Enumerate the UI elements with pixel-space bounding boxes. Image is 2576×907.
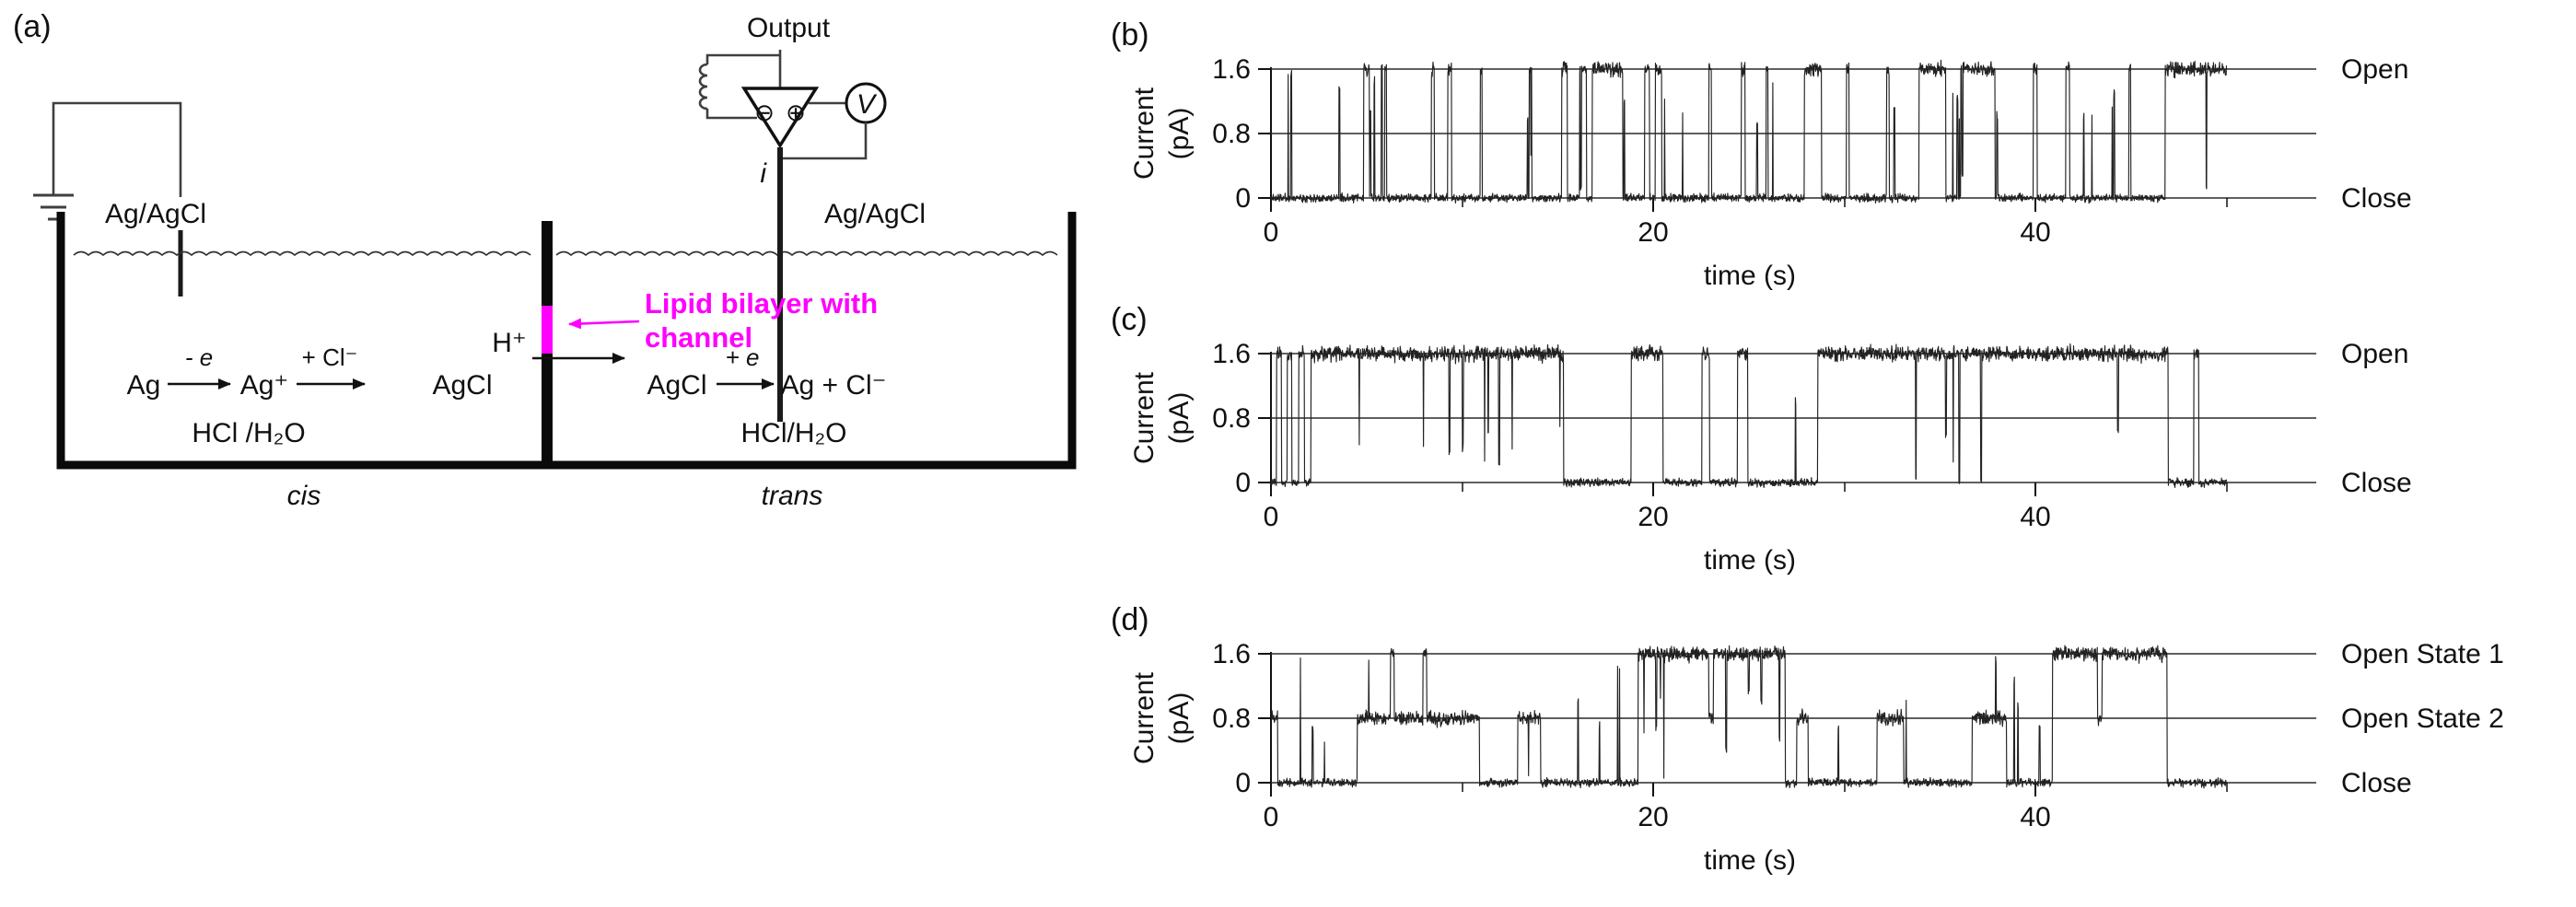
- trans-reactant: AgCl: [647, 370, 706, 401]
- current-trace-c: [1270, 343, 2228, 489]
- x-tick-label-b-0: 0: [1264, 217, 1279, 248]
- x-axis-label-b: time (s): [1704, 261, 1796, 291]
- y-axis-label-c-line2: (pA): [1164, 392, 1195, 445]
- panel-label-d: (d): [1111, 602, 1149, 637]
- y-tick-label-d-1.6: 1.6: [1212, 639, 1251, 669]
- x-tick-label-c-0: 0: [1264, 502, 1279, 532]
- x-tick-label-d-40: 40: [2020, 802, 2050, 832]
- current-trace-d: [1270, 645, 2227, 789]
- left-electrode-wire: [52, 101, 182, 219]
- panel-a-schematic: (a) Ag/AgCl Ag/AgCl Output ⊖ ⊕ V: [13, 9, 1077, 511]
- bilayer-label-line1: Lipid bilayer with: [645, 287, 878, 320]
- electrode-label-right: Ag/AgCl: [824, 199, 926, 229]
- electrode-label-left: Ag/AgCl: [105, 199, 206, 229]
- panel-c-chart: (c) Current (pA) 1.6 0.8 0 0 20 40 time …: [1111, 302, 2412, 576]
- amp-noninverting-input-icon: ⊕: [786, 99, 806, 126]
- voltmeter-return-wire: [780, 122, 868, 160]
- amp-inverting-input-icon: ⊖: [754, 99, 775, 126]
- state-label-d-close: Close: [2341, 768, 2412, 798]
- panel-label-a: (a): [13, 9, 52, 44]
- y-tick-label-c-1.6: 1.6: [1212, 339, 1251, 369]
- y-axis-label-b-line1: Current: [1129, 87, 1160, 180]
- ground-icon: [33, 193, 74, 221]
- y-axis-label-c-line1: Current: [1129, 371, 1160, 464]
- cell-beaker: [56, 212, 1077, 470]
- trans-product: Ag + Cl⁻: [780, 370, 886, 401]
- label-backing: [87, 197, 225, 230]
- cis-reaction-step2: + Cl⁻: [302, 343, 358, 371]
- voltmeter-label: V: [857, 89, 878, 120]
- state-label-b-close: Close: [2341, 183, 2412, 214]
- trans-reaction-step: + e: [726, 343, 760, 371]
- state-label-c-open: Open: [2341, 339, 2408, 369]
- x-tick-label-d-0: 0: [1264, 802, 1279, 832]
- x-tick-label-c-40: 40: [2020, 502, 2050, 532]
- x-tick-label-b-20: 20: [1638, 217, 1668, 248]
- cis-intermediate: Ag⁺: [240, 370, 289, 401]
- amplifier-triangle: [740, 87, 820, 149]
- water-surface-cis: [73, 250, 531, 257]
- x-tick-label-b-40: 40: [2020, 217, 2050, 248]
- cis-chamber-label: cis: [287, 481, 321, 511]
- x-axis-label-c: time (s): [1704, 545, 1796, 576]
- panel-label-c: (c): [1111, 302, 1148, 337]
- y-axis-label-d-line1: Current: [1129, 671, 1160, 764]
- panel-b-chart: (b) Current (pA) 1.6 0.8 0 0 20 40 time …: [1111, 17, 2412, 291]
- bilayer-pointer-arrow: [568, 318, 640, 330]
- trans-chamber-label: trans: [762, 481, 823, 511]
- trans-solution-label: HCl/H₂O: [741, 418, 847, 448]
- current-label: i: [760, 158, 767, 189]
- y-tick-label-c-0.8: 0.8: [1212, 403, 1251, 434]
- state-label-b-open: Open: [2341, 54, 2408, 85]
- state-label-d-open2: Open State 2: [2341, 704, 2504, 734]
- cis-reaction-step1: - e: [185, 343, 213, 371]
- y-tick-label-b-1.6: 1.6: [1212, 54, 1251, 85]
- water-surface-trans: [555, 250, 1058, 257]
- x-tick-label-d-20: 20: [1638, 802, 1668, 832]
- cis-solution-label: HCl /H₂O: [192, 418, 305, 448]
- y-tick-label-c-0: 0: [1235, 468, 1251, 498]
- cis-reactant: Ag: [127, 370, 161, 401]
- y-tick-label-b-0.8: 0.8: [1212, 119, 1251, 149]
- state-label-c-close: Close: [2341, 468, 2412, 498]
- y-tick-label-d-0: 0: [1235, 768, 1251, 798]
- y-tick-label-b-0: 0: [1235, 183, 1251, 214]
- cis-product: AgCl: [432, 370, 492, 401]
- x-tick-label-c-20: 20: [1638, 502, 1668, 532]
- feedback-coil-icon: [698, 63, 708, 110]
- state-label-d-open1: Open State 1: [2341, 639, 2504, 669]
- output-label: Output: [747, 13, 831, 43]
- x-axis-label-d: time (s): [1704, 845, 1796, 876]
- feedback-wire-top: [705, 53, 780, 64]
- y-axis-label-b-line2: (pA): [1164, 108, 1195, 160]
- proton-label: H⁺: [492, 328, 527, 358]
- feedback-wire-bottom: [705, 109, 757, 120]
- y-tick-label-d-0.8: 0.8: [1212, 704, 1251, 734]
- panel-d-chart: (d) Current (pA) 1.6 0.8 0 0 20 40 time …: [1111, 602, 2504, 876]
- bilayer-label-line2: channel: [645, 321, 752, 354]
- y-axis-label-d-line2: (pA): [1164, 692, 1195, 745]
- current-trace-b: [1270, 59, 2228, 204]
- panel-label-b: (b): [1111, 17, 1149, 52]
